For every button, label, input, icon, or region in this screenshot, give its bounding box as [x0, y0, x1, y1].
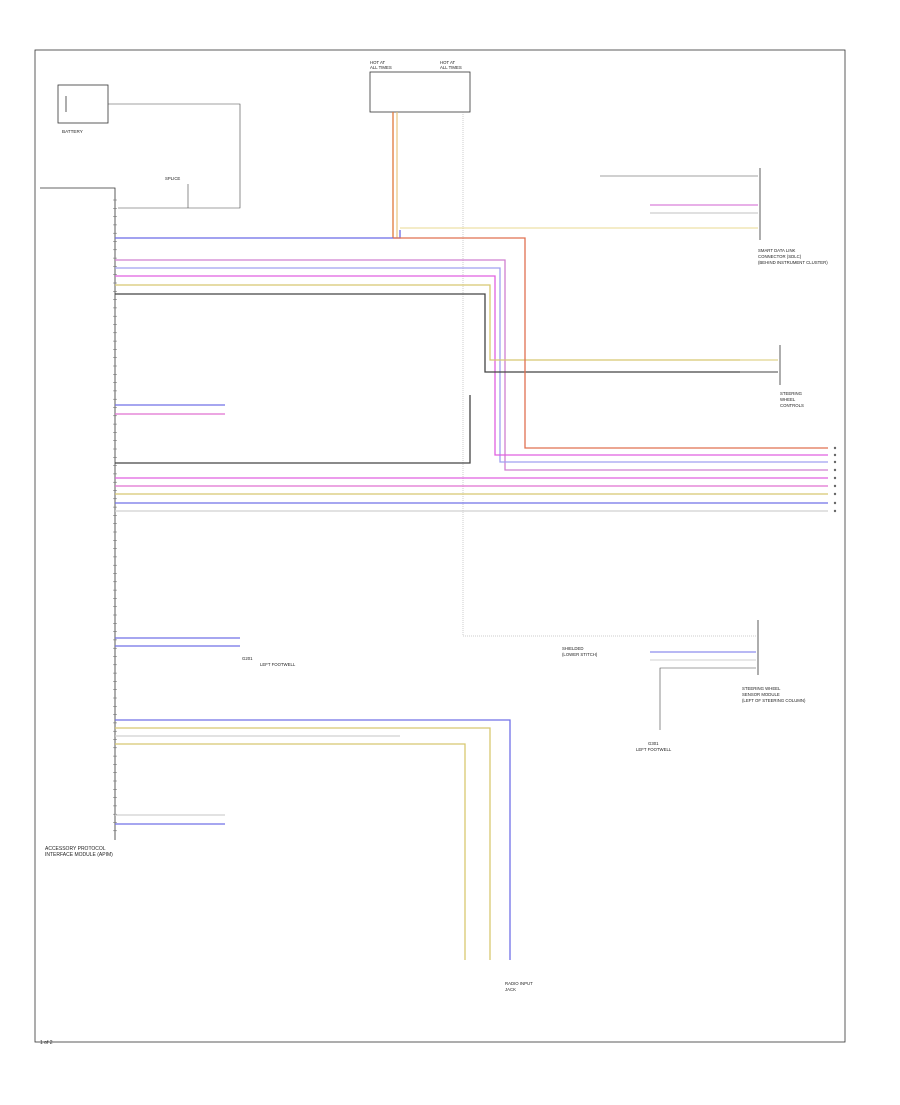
diagram-border: [34, 49, 846, 1043]
wire-gray-low: [115, 395, 471, 464]
mid-splice-label: SPLICE: [165, 176, 180, 181]
sdlc-label-3: (BEHIND INSTRUMENT CLUSTER): [758, 260, 828, 265]
sdlc-label-1: SMART DATA LINK: [758, 248, 796, 253]
antenna-label-2: JACK: [505, 987, 516, 992]
wire-pink-2: [115, 275, 828, 456]
shield-label-1: SHIELDED: [562, 646, 584, 651]
apim-label: ACCESSORY PROTOCOL: [45, 846, 106, 852]
hot-a-label: HOT AT: [370, 60, 385, 65]
swc-label-2: WHEEL: [780, 397, 796, 402]
wire-blue-vertical: [115, 719, 511, 960]
wire-blue-top: [115, 230, 401, 239]
ground-label-2: LEFT FOOTWELL: [260, 662, 296, 667]
sws-label-1: STEERING WHEEL: [742, 686, 781, 691]
swc-label-3: CONTROLS: [780, 403, 804, 408]
fuse-box: [369, 71, 471, 113]
sws-ground-wire: [659, 667, 756, 730]
wire-pink-1: [115, 259, 828, 471]
hot-b-label: HOT AT: [440, 60, 455, 65]
apim-connector-strip: [40, 187, 116, 840]
battery-label: BATTERY: [62, 129, 83, 134]
wire-yellow: [115, 284, 740, 361]
wire-lavender: [115, 267, 828, 463]
apim-label-2: INTERFACE MODULE (APIM): [45, 852, 113, 858]
battery-box: [57, 84, 109, 124]
hot-b2-label: ALL TIMES: [440, 65, 462, 70]
wire-black: [115, 293, 740, 373]
ground-label-3: G301: [648, 741, 659, 746]
shield-label-2: (LOWER STITCH): [562, 652, 598, 657]
battery-wire: [108, 103, 241, 209]
ground-label-4: LEFT FOOTWELL: [636, 747, 672, 752]
wire-yellow-vertical: [115, 727, 491, 960]
wire-red: [393, 237, 828, 449]
continuation-arrows: [833, 446, 837, 513]
apim-pin-rows: [113, 199, 117, 832]
sws-label-3: (LEFT OF STEERING COLUMN): [742, 698, 806, 703]
sdlc-label-2: CONNECTOR (SDLC): [758, 254, 802, 259]
swc-label-1: STEERING: [780, 391, 803, 396]
ground-label-1: G201: [242, 656, 253, 661]
antenna-label: RADIO INPUT: [505, 981, 533, 986]
page-number: 1 of 2: [40, 1040, 53, 1046]
hot-a2-label: ALL TIMES: [370, 65, 392, 70]
sws-label-2: SENSOR MODULE: [742, 692, 780, 697]
wire-yellow-vertical-2: [115, 743, 466, 960]
